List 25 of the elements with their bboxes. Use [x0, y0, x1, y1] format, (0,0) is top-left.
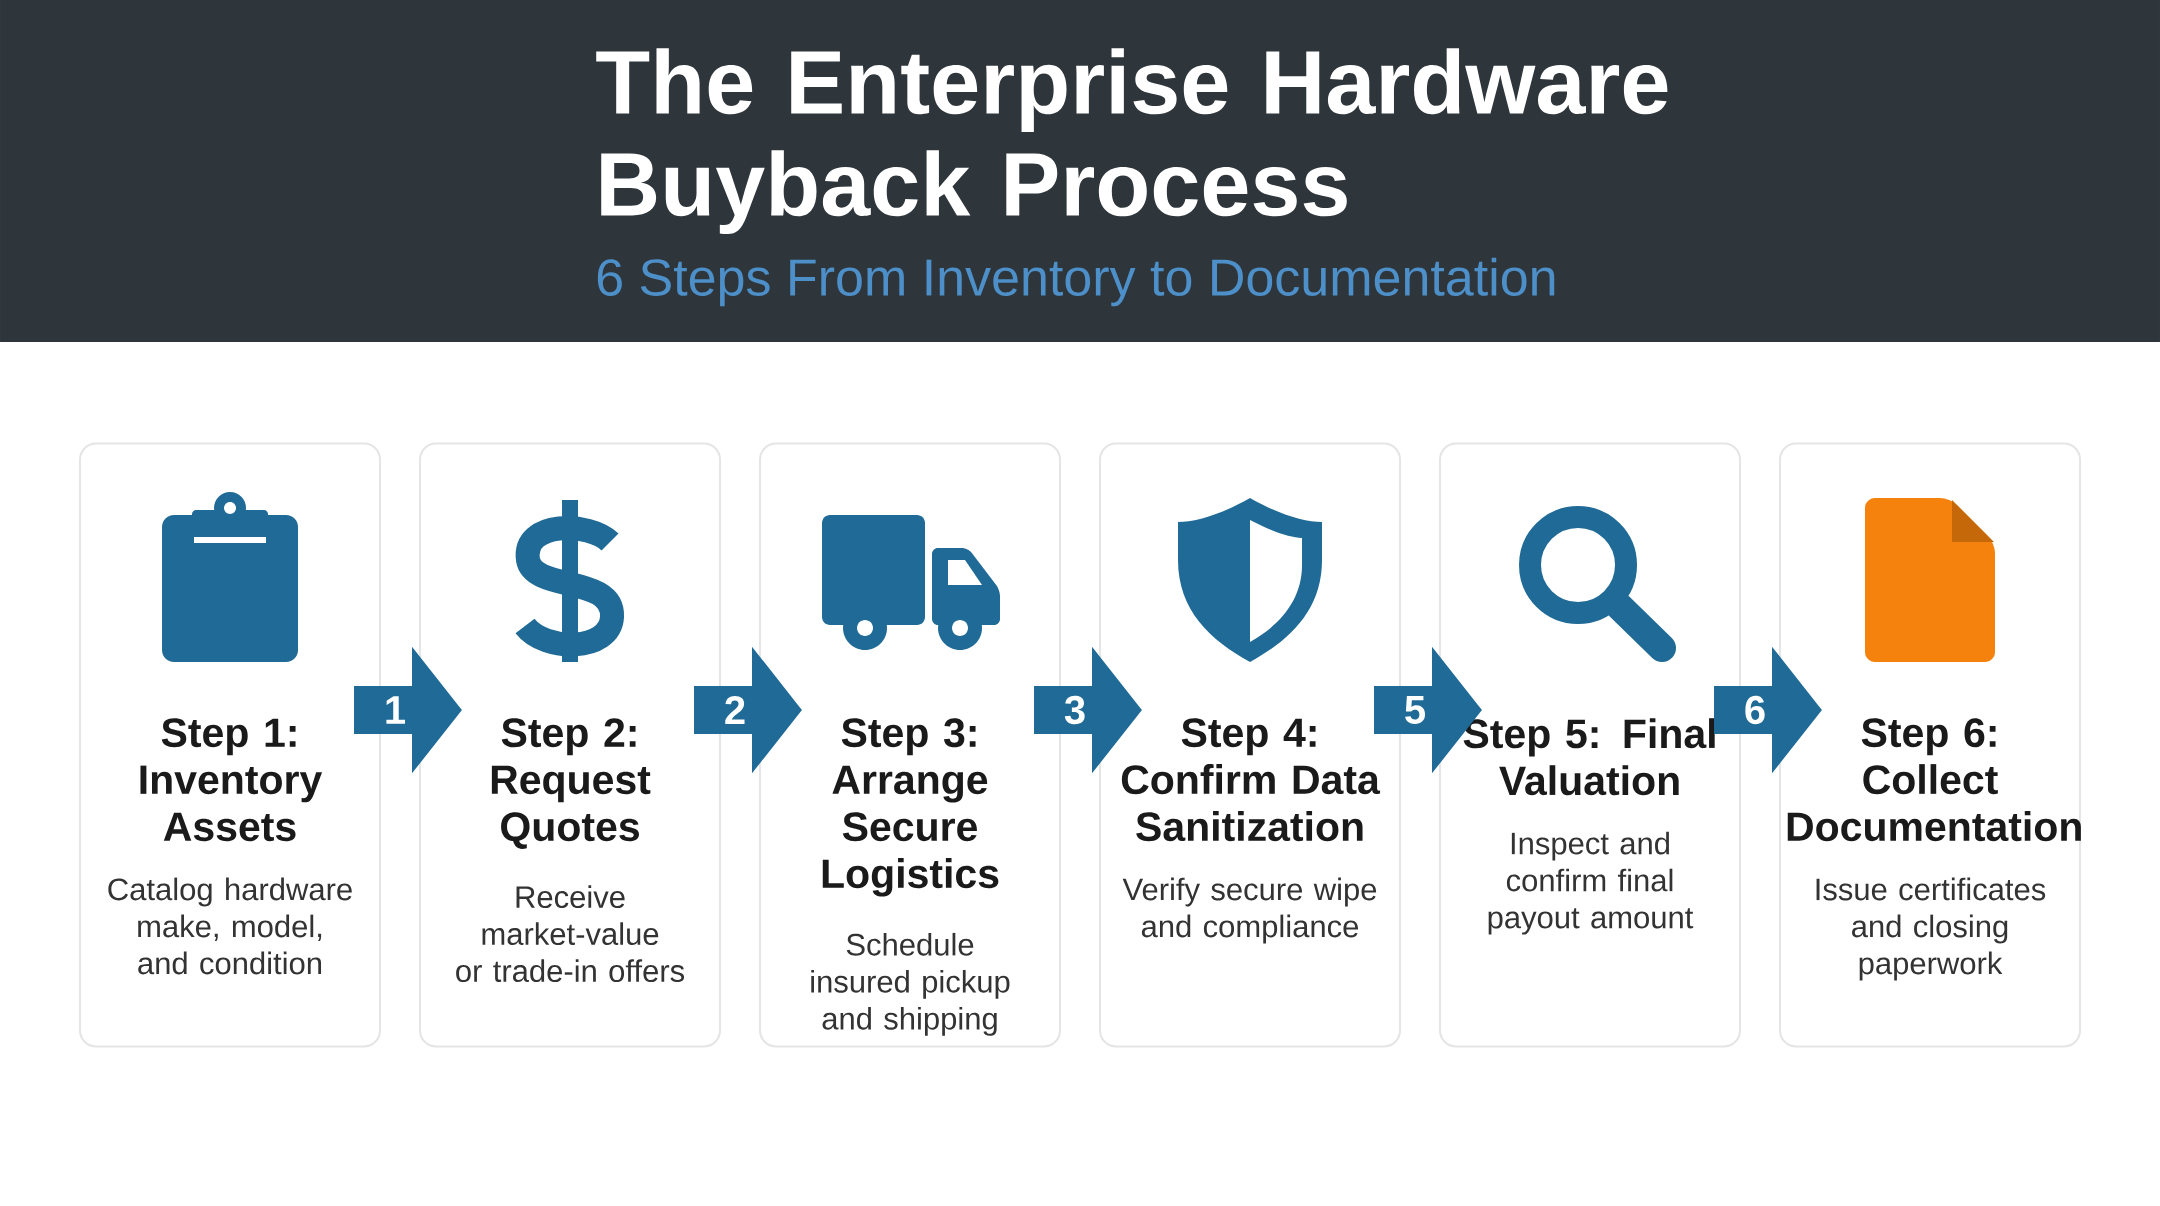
step-heading: Step 1: Inventory Assets — [140, 718, 323, 842]
step-number: 1 — [386, 696, 405, 724]
step-description: Receive market-value or trade-in offers — [456, 885, 685, 983]
step-heading: Step 3: Arrange Secure Logistics — [822, 718, 999, 897]
step-description: Issue certificates and closing paperwork — [1816, 877, 2046, 981]
step-number: 6 — [1745, 695, 1765, 725]
step-number: 3 — [1064, 695, 1085, 725]
step-number: 5 — [1405, 696, 1425, 724]
step-card — [1779, 442, 2081, 1048]
step-heading: Step 4: Confirm Data Sanitization — [1121, 718, 1381, 842]
title: The Enterprise Hardware Buyback Process — [596, 48, 1668, 235]
step-description: Catalog hardware make, model, and condition — [108, 877, 352, 975]
step-card — [1099, 442, 1401, 1048]
step-card — [79, 442, 381, 1048]
step-heading: Step 6: Collect Documentation — [1787, 718, 2081, 842]
step-card — [759, 442, 1061, 1048]
step-number: 2 — [725, 696, 745, 724]
step-description: Schedule insured pickup and shipping — [811, 932, 1010, 1036]
step-card — [419, 442, 721, 1048]
step-description: Inspect and confirm final payout amount — [1488, 831, 1694, 935]
step-heading: Step 2: Request Quotes — [491, 718, 651, 849]
step-description: Verify secure wipe and compliance — [1122, 877, 1377, 944]
subtitle: 6 Steps From Inventory to Documentation — [597, 257, 1555, 307]
step-heading: Step 5: Final Valuation — [1463, 718, 1715, 796]
step-card — [1439, 442, 1741, 1048]
